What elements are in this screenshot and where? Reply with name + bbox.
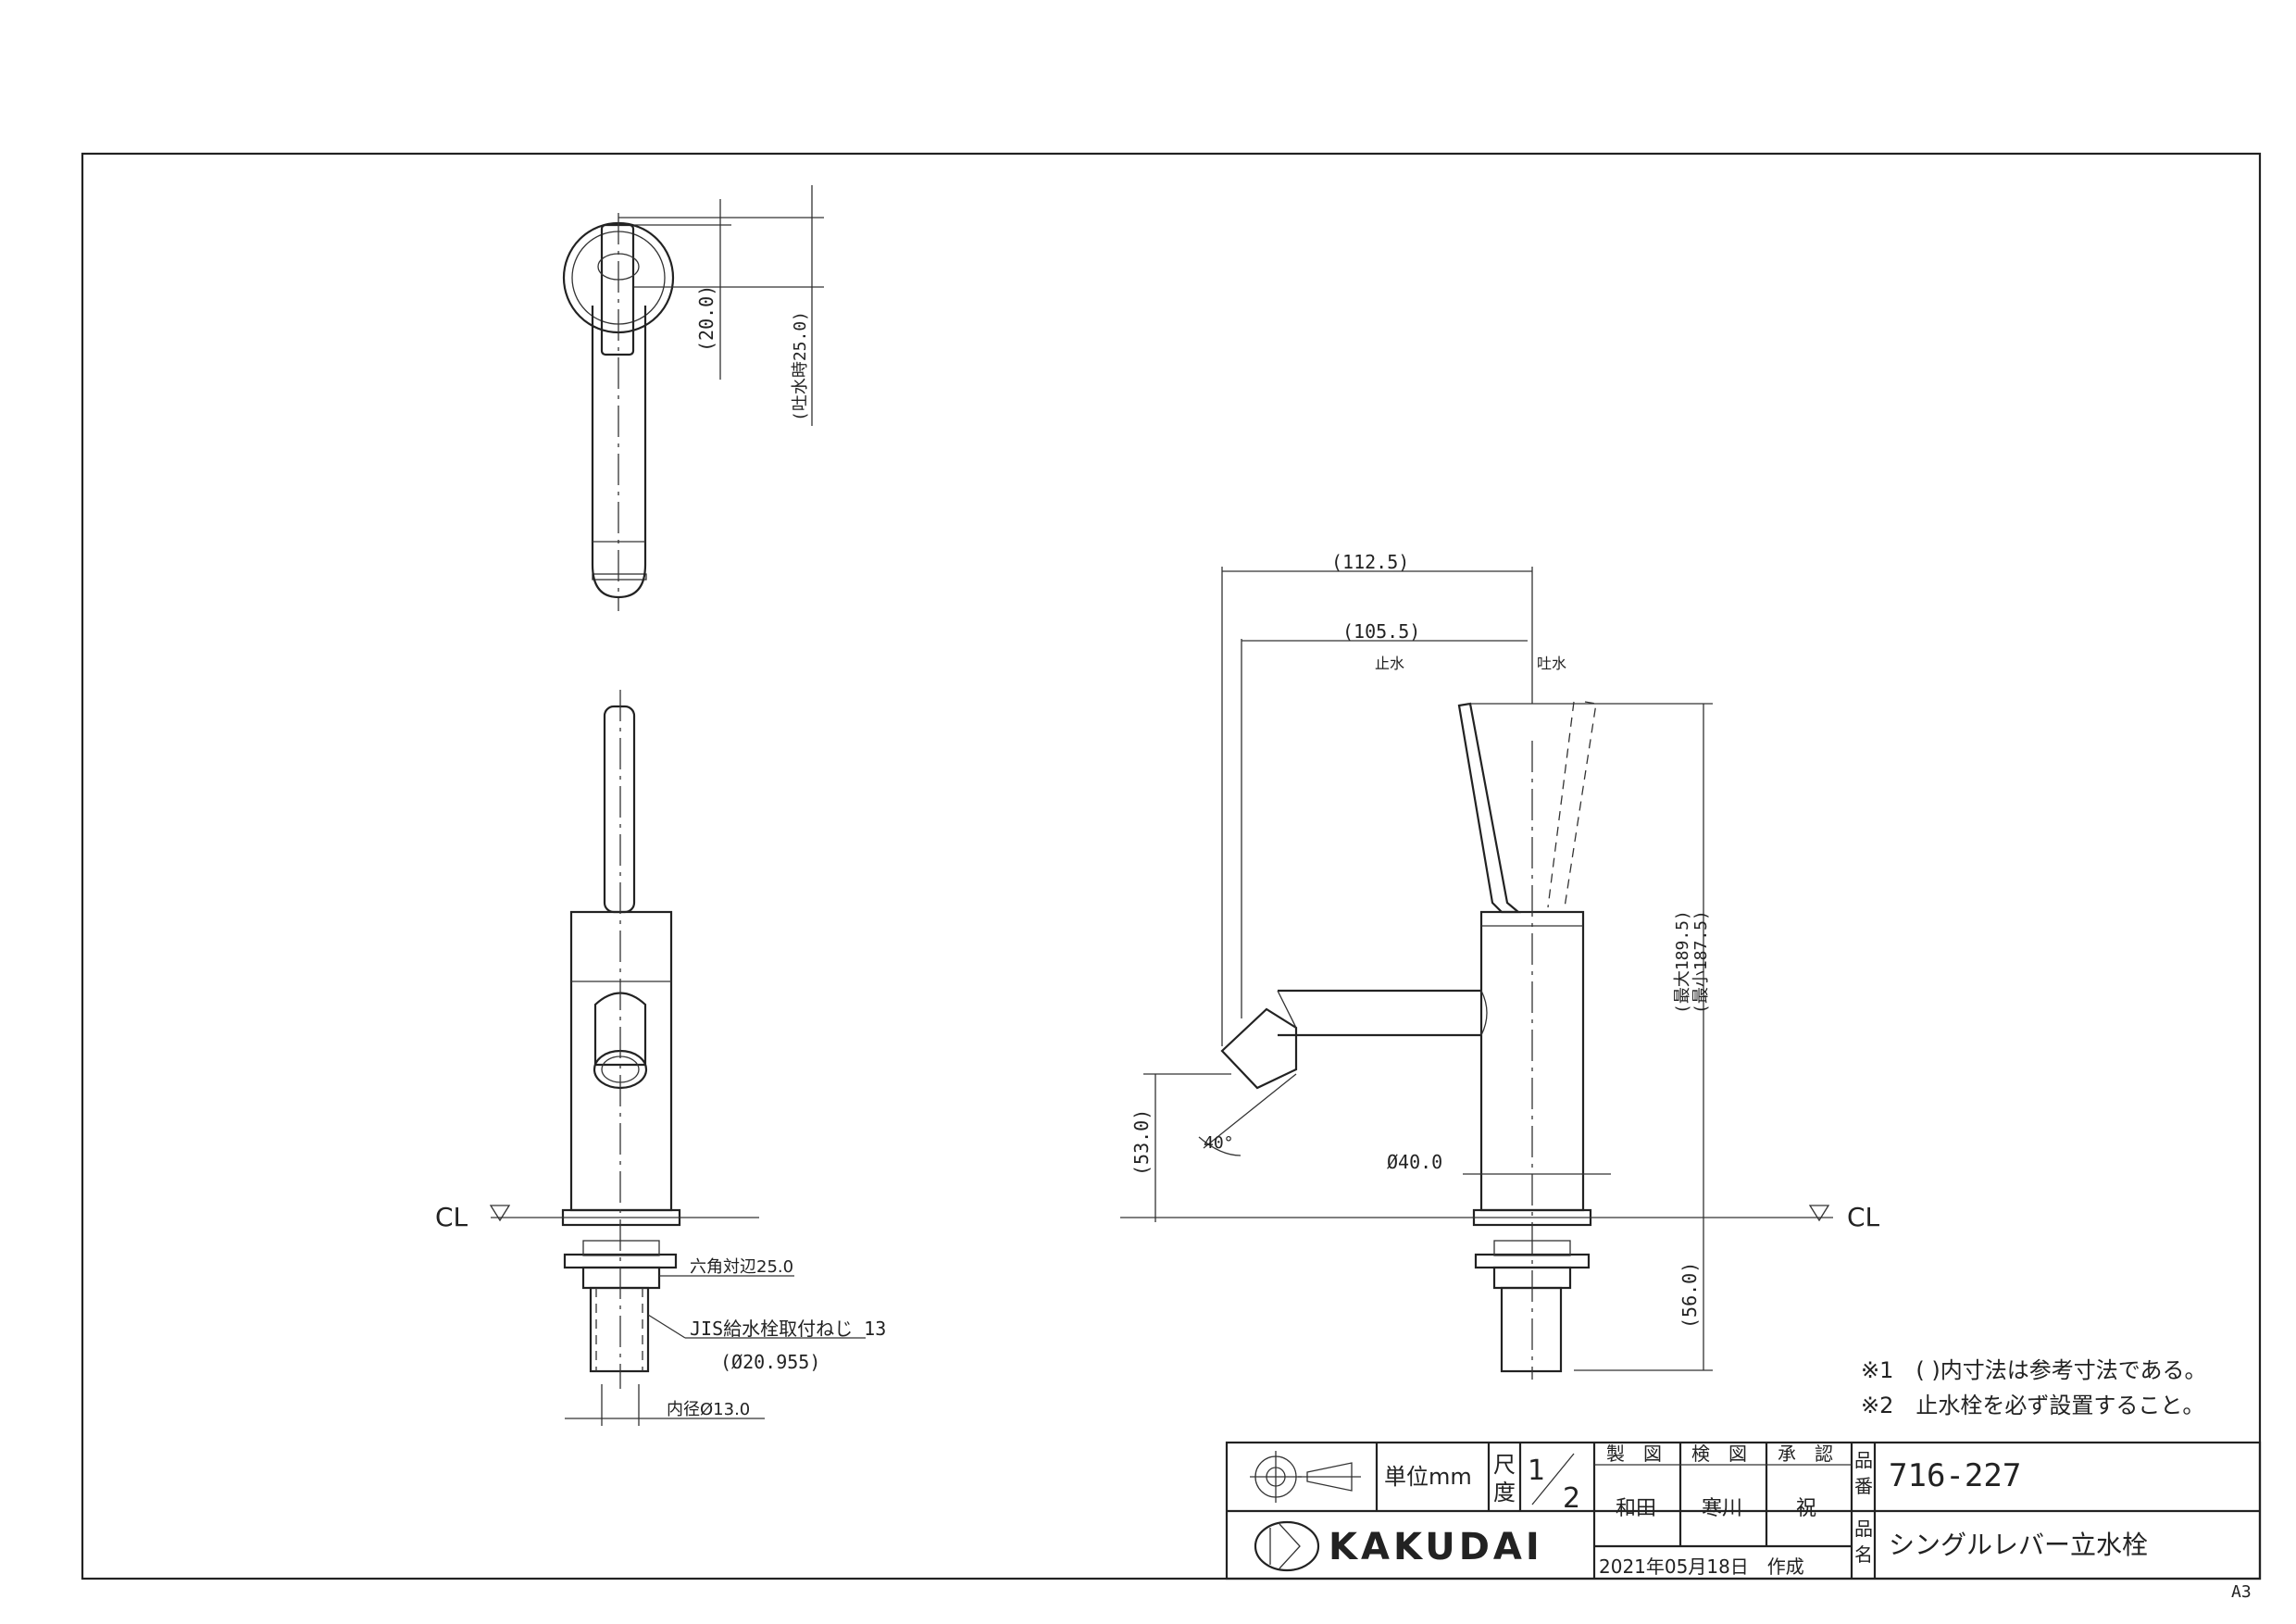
part-name: シングルレバー立水栓 [1889, 1530, 2148, 1560]
scale-label-1: 尺 [1493, 1452, 1516, 1478]
dim-56: (56.0) [1678, 1262, 1701, 1329]
checked-by: 寒川 [1702, 1497, 1742, 1520]
scale-label-2: 度 [1493, 1480, 1516, 1505]
side-view [1120, 567, 1833, 1380]
angle-label: 40° [1204, 1133, 1234, 1153]
title-block [1225, 1441, 2262, 1580]
part-number: 716-227 [1889, 1457, 2021, 1494]
dim-min: (最小187.5) [1691, 910, 1711, 1014]
jis-label: JIS給水栓取付ねじ 13 [690, 1318, 886, 1340]
part-no-label-2: 番 [1854, 1475, 1873, 1497]
drawing-frame [81, 152, 2262, 1580]
drawn-by: 和田 [1616, 1497, 1656, 1520]
stop-label: 止水 [1375, 655, 1404, 672]
note-1: ※1 ( )内寸法は参考寸法である。 [1861, 1357, 2207, 1383]
drawn-label: 製 図 [1606, 1443, 1662, 1465]
approved-by: 祝 [1796, 1497, 1816, 1520]
dim-105-5: (105.5) [1342, 620, 1420, 643]
front-view [489, 690, 866, 1426]
jis-dia-label: (Ø20.955) [720, 1351, 820, 1373]
cl-right-label: CL [1847, 1202, 1880, 1232]
approved-label: 承 認 [1778, 1443, 1833, 1465]
unit-label: 単位mm [1384, 1464, 1472, 1490]
part-name-label-1: 品 [1854, 1518, 1873, 1540]
dim-53: (53.0) [1130, 1109, 1153, 1176]
cl-left-label: CL [435, 1202, 468, 1232]
part-name-label-2: 名 [1854, 1543, 1873, 1566]
scale-den: 2 [1563, 1482, 1580, 1515]
top-view [562, 185, 824, 611]
creation-date: 2021年05月18日 作成 [1599, 1555, 1804, 1578]
dia40-label: Ø40.0 [1387, 1151, 1442, 1173]
scale-num: 1 [1528, 1455, 1545, 1487]
checked-label: 検 図 [1691, 1443, 1747, 1465]
kakudai-logo: KAKUDAI [1329, 1526, 1543, 1568]
inner-dia-label: 内径Ø13.0 [667, 1400, 750, 1419]
dim-25: (吐水時25.0) [791, 311, 810, 421]
note-2: ※2 止水栓を必ず設置すること。 [1861, 1393, 2204, 1418]
dim-20: (20.0) [695, 285, 718, 352]
spout-label: 吐水 [1537, 655, 1566, 672]
dim-112-5: (112.5) [1331, 551, 1409, 573]
dim-max: (最大189.5) [1673, 910, 1692, 1014]
part-no-label-1: 品 [1854, 1449, 1873, 1471]
hex-label: 六角対辺25.0 [690, 1257, 793, 1277]
sheet-size: A3 [2231, 1582, 2252, 1602]
